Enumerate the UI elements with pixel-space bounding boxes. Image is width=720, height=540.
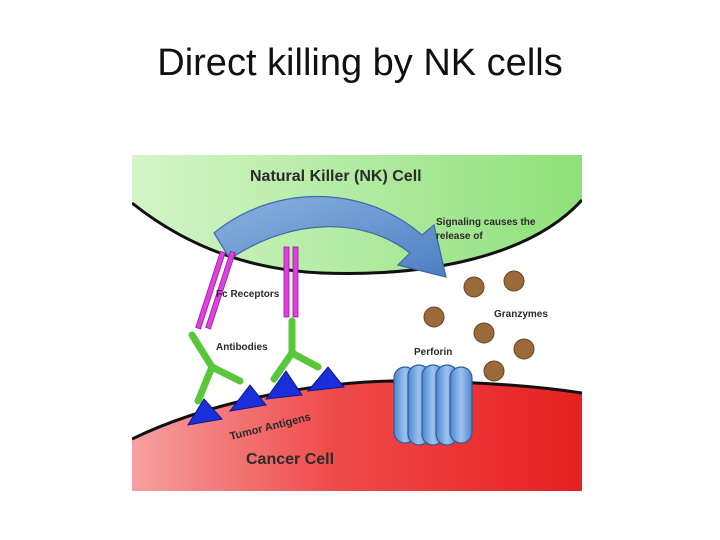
- granzymes: [423, 270, 535, 382]
- tumor-antigens: [186, 366, 345, 426]
- fc-receptor-left: [195, 250, 236, 330]
- perforin-label: Perforin: [414, 347, 452, 358]
- nk-cell-diagram: Natural Killer (NK) Cell Signaling cause…: [132, 155, 582, 491]
- perforin-pore: [393, 364, 473, 446]
- antibody-left: [188, 331, 244, 405]
- slide-title: Direct killing by NK cells: [157, 42, 563, 84]
- granzymes-label: Granzymes: [494, 309, 548, 320]
- fc-receptors-label: Fc Receptors: [216, 289, 280, 300]
- signaling-label-line2: release of: [436, 231, 483, 242]
- nk-cell-membrane: [132, 198, 582, 275]
- fc-receptor-right: [283, 246, 299, 318]
- nk-cell-label: Natural Killer (NK) Cell: [250, 168, 422, 185]
- antibody-right: [270, 317, 322, 383]
- signaling-arrow: [213, 195, 447, 278]
- signaling-label-line1: Signaling causes the: [436, 217, 536, 228]
- cancer-cell-label: Cancer Cell: [246, 451, 334, 468]
- antibodies-label: Antibodies: [216, 342, 268, 353]
